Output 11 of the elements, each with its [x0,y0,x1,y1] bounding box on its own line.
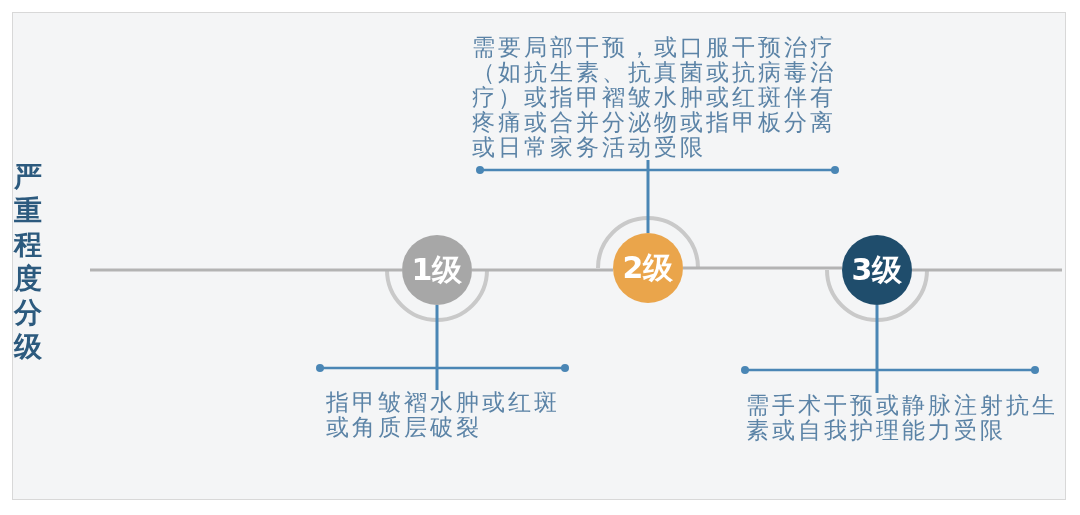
timeline-line [683,266,842,270]
timeline-line [912,268,1062,272]
description-text: 需要局部干预，或口服干预治疗（如抗生素、抗真菌或抗病毒治疗）或指甲褶皱水肿或红斑伴有疼痛或合并分泌物或指甲板分离或日常家务活动受限 [472,35,842,160]
description-text: 需手术干预或静脉注射抗生素或自我护理能力受限 [746,393,1061,443]
leader-line [435,305,439,390]
timeline-line [472,268,613,272]
leader-line [646,160,650,233]
title-text: 严重程度分级 [14,160,43,364]
timeline-line [90,268,402,272]
leader-line [875,305,879,393]
description-text: 指甲皱褶水肿或红斑或角质层破裂 [326,390,576,440]
